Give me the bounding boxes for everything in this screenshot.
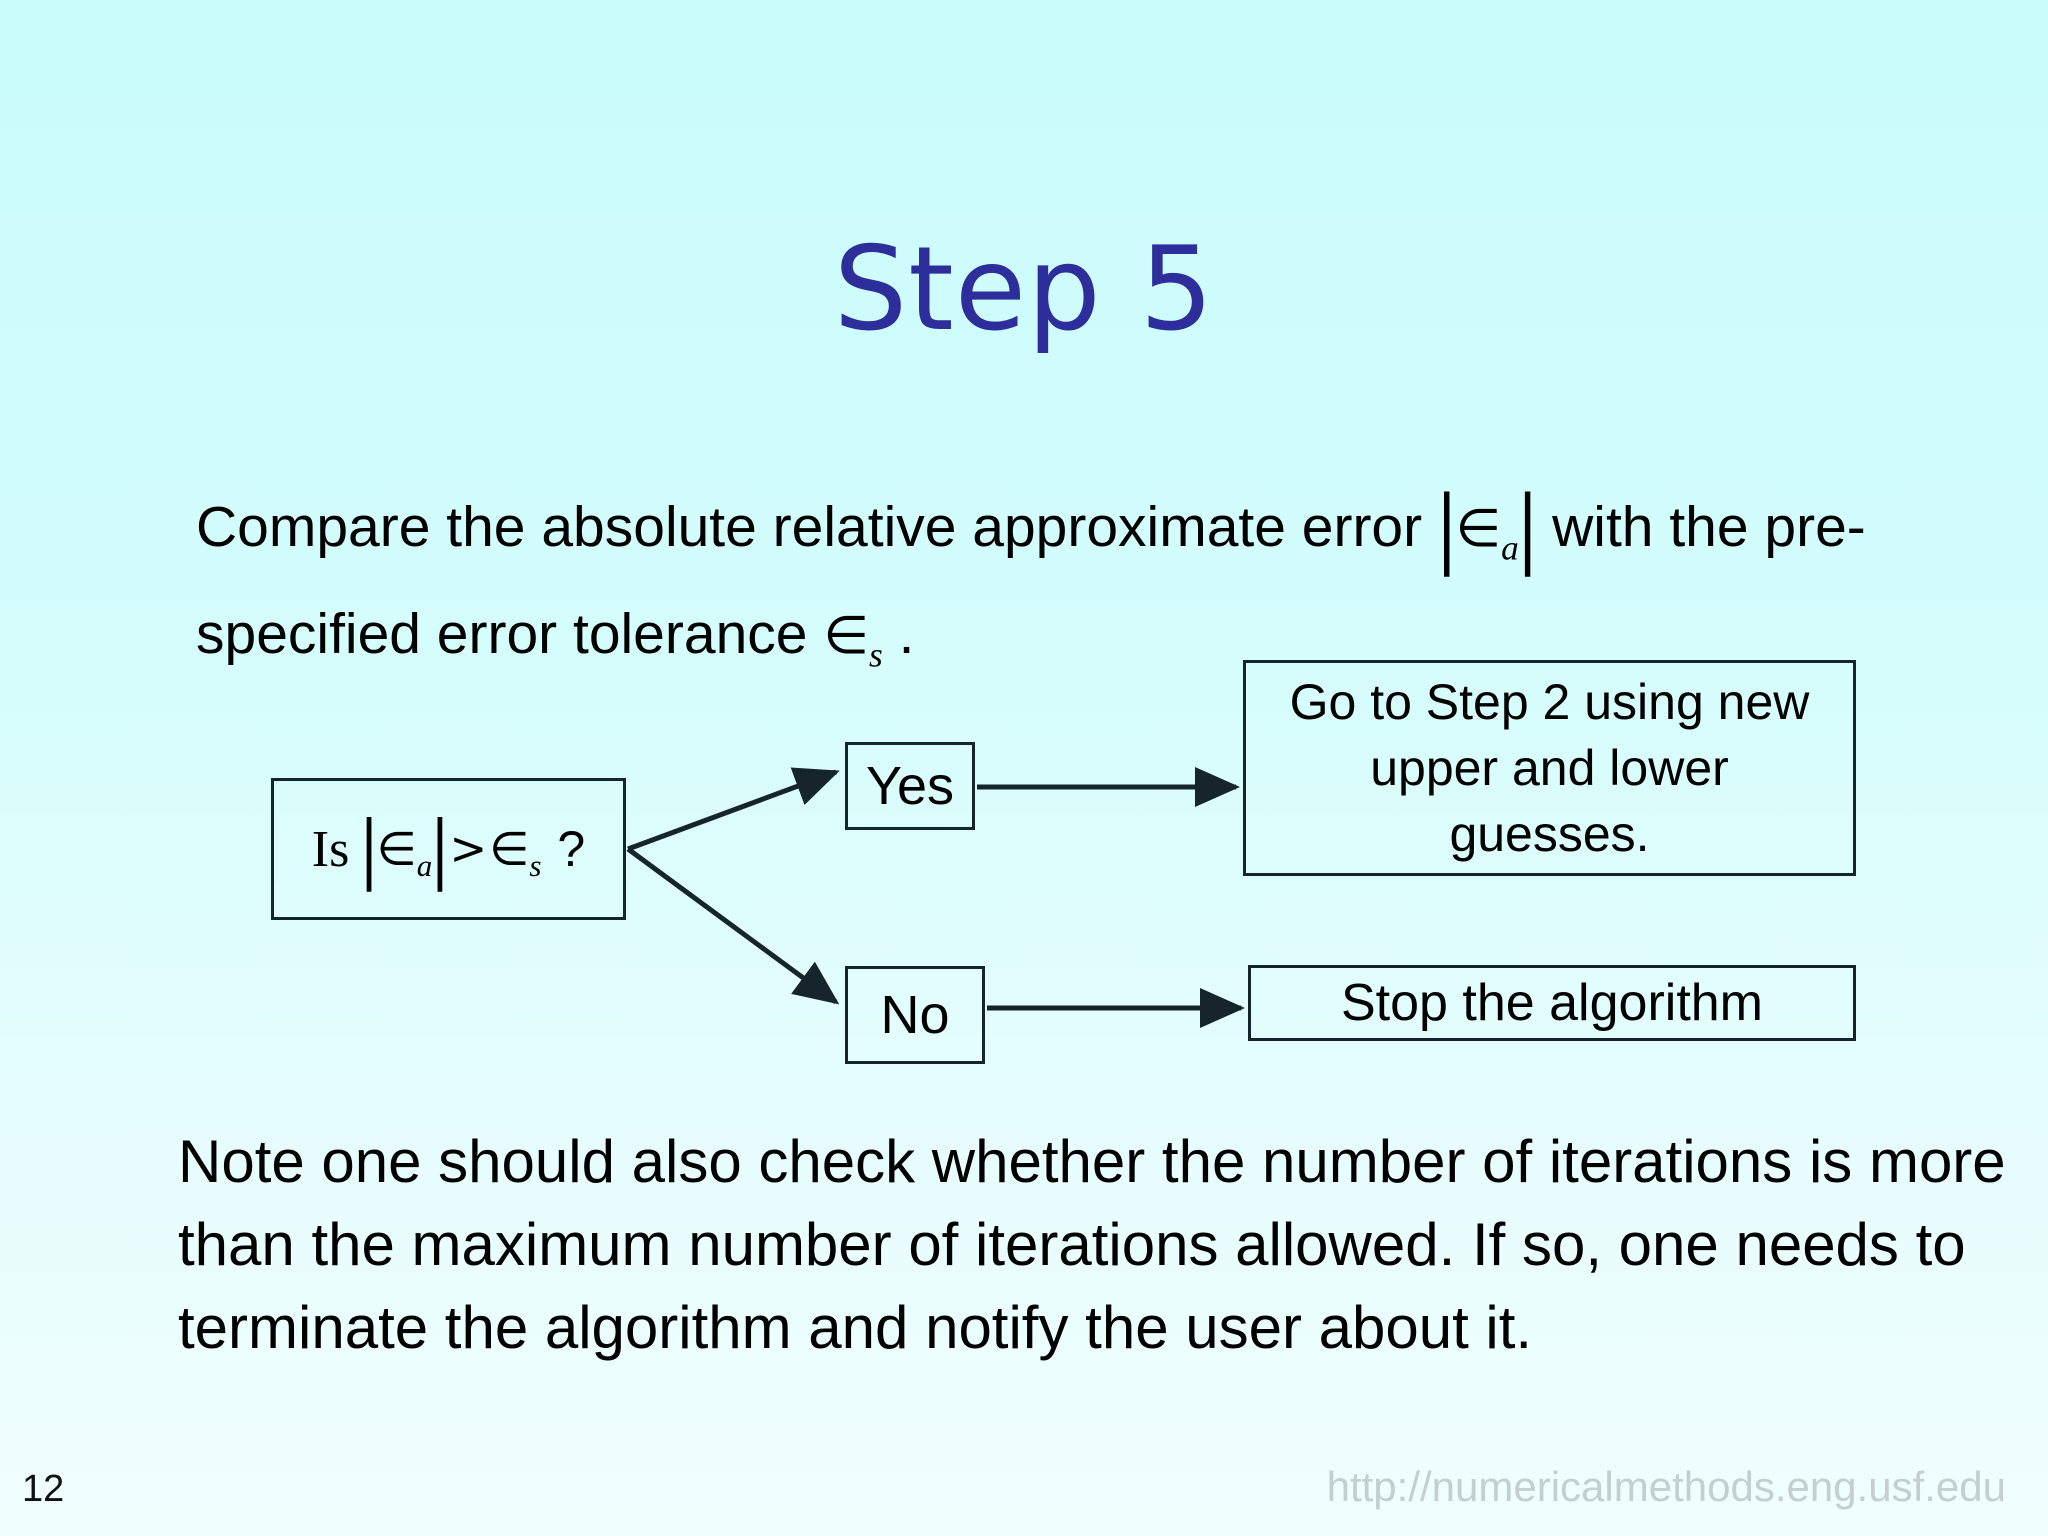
intro-paragraph: Compare the absolute relative approximat… — [196, 477, 1996, 699]
greater-than-symbol: > — [449, 822, 488, 876]
decision-prefix-label: Is — [311, 820, 350, 878]
decision-subscript-s: s — [529, 848, 542, 884]
intro-text-period: . — [898, 602, 915, 667]
footer-url: http://numericalmethods.eng.usf.edu — [1326, 1463, 2006, 1510]
no-label: No — [880, 985, 950, 1045]
epsilon-s-expression: ∈s — [823, 592, 882, 698]
no-branch-box: No — [845, 966, 985, 1064]
page-title: Step 5 — [833, 222, 1215, 357]
stop-algorithm-label: Stop the algorithm — [1340, 974, 1764, 1032]
decision-abs-bar-left-icon: | — [361, 803, 377, 893]
arrow-decision-to-no — [626, 846, 840, 1005]
page-number: 12 — [22, 1468, 65, 1510]
yes-branch-box: Yes — [845, 742, 975, 830]
yes-label: Yes — [865, 756, 955, 816]
decision-condition-expression: |∈a|>∈s — [361, 803, 542, 892]
decision-element-of-s: ∈ — [489, 821, 530, 876]
stop-algorithm-box: Stop the algorithm — [1248, 965, 1856, 1041]
abs-epsilon-a-expression: |∈a| — [1438, 477, 1536, 591]
element-of-symbol: ∈ — [1455, 498, 1502, 559]
decision-element-of-a: ∈ — [376, 821, 417, 876]
goto-step2-label: Go to Step 2 using new upper and lower g… — [1289, 674, 1810, 862]
arrow-decision-to-yes — [627, 767, 840, 852]
goto-step2-box: Go to Step 2 using new upper and lower g… — [1243, 660, 1856, 876]
abs-bar-right-icon: | — [1518, 476, 1537, 578]
element-of-symbol-s: ∈ — [823, 605, 870, 667]
decision-question-mark: ? — [557, 821, 586, 877]
abs-bar-left-icon: | — [1437, 476, 1456, 578]
note-paragraph: Note one should also check whether the n… — [178, 1128, 2006, 1361]
intro-text-part-2: with the pre-specified error tolerance — [196, 495, 1866, 667]
subscript-a: a — [1501, 528, 1519, 568]
subscript-s: s — [869, 635, 883, 675]
intro-text-part-1: Compare the absolute relative approximat… — [196, 495, 1423, 559]
decision-subscript-a: a — [416, 848, 433, 884]
decision-box: Is |∈a|>∈s ? — [271, 778, 626, 920]
decision-abs-bar-right-icon: | — [432, 803, 448, 893]
